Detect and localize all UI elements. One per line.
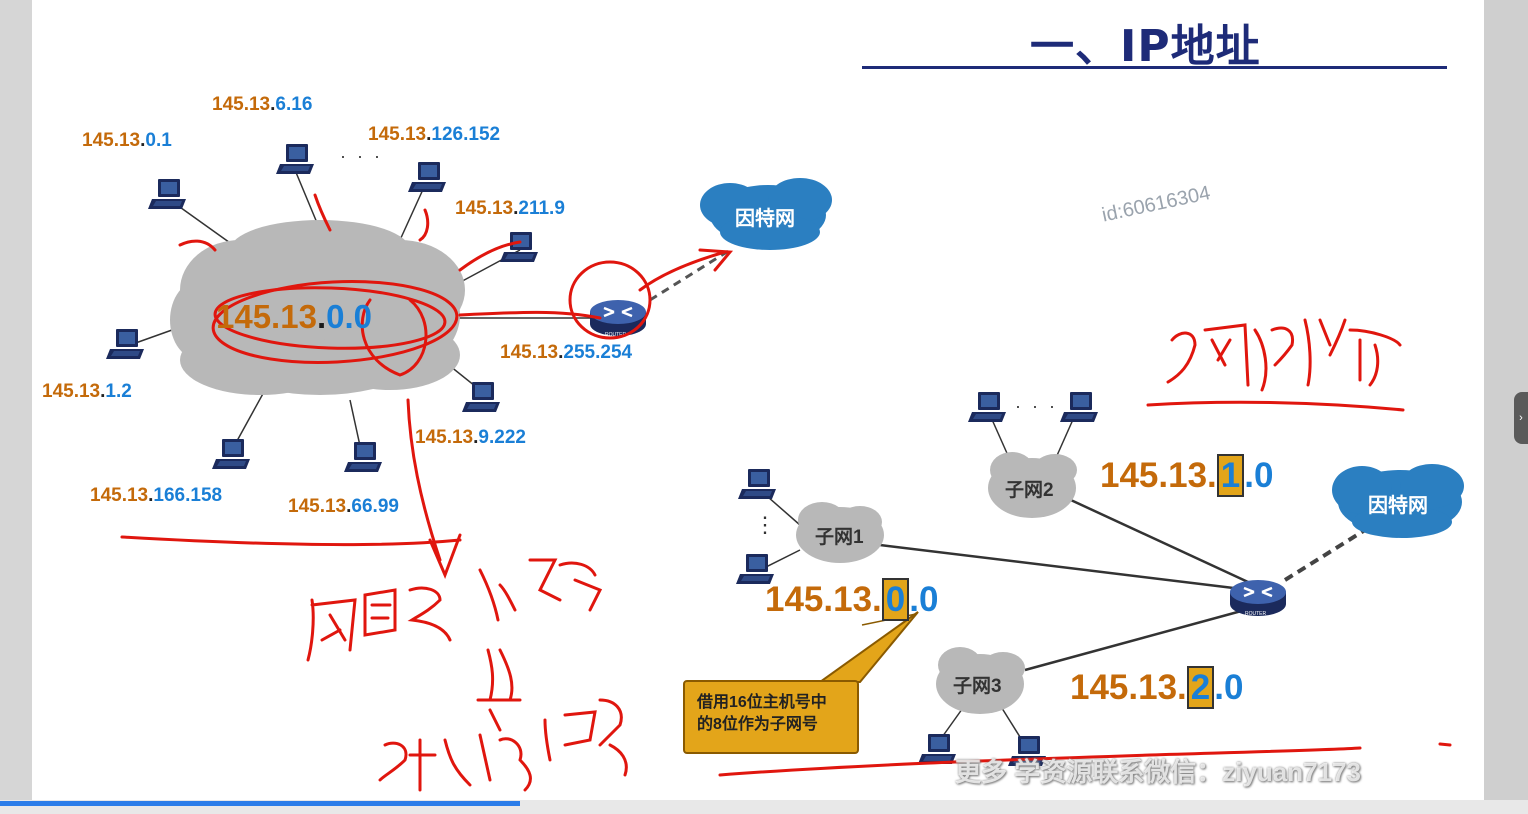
pc-icon — [1060, 392, 1098, 422]
subnet3-cloud — [936, 647, 1025, 714]
ip-label: 145.13.166.158 — [90, 485, 223, 506]
progress-fill — [0, 801, 520, 806]
pc-icon — [408, 162, 446, 192]
internet-cloud — [1332, 464, 1464, 538]
callout-line: 的8位作为子网号 — [697, 716, 818, 733]
ellipsis-vertical: ⋮ — [754, 512, 779, 537]
subnet2-address: 145.13.1.0 — [1100, 454, 1274, 497]
pc-icon — [918, 734, 956, 764]
pc-icon — [500, 232, 538, 262]
router-label: ROUTER — [605, 332, 627, 338]
pc-icon — [106, 329, 144, 359]
callout-line: 借用16位主机号中 — [697, 694, 827, 711]
slide — [32, 0, 1484, 800]
subnet3-address: 145.13.2.0 — [1070, 666, 1244, 709]
callout-box: 借用16位主机号中 的8位作为子网号 — [683, 680, 859, 754]
ip-label: 145.13.211.9 — [455, 198, 565, 219]
ellipsis: · · · — [1015, 396, 1058, 416]
internet-cloud — [700, 178, 832, 250]
side-expand-tab[interactable]: › — [1514, 392, 1528, 444]
ip-label: 145.13.6.16 — [212, 94, 313, 115]
router-ip-label: 145.13.255.254 — [500, 342, 633, 363]
handwritten-annotations — [120, 193, 1452, 792]
pc-icon — [212, 439, 250, 469]
subnet3-label: 子网3 — [953, 676, 1002, 697]
ellipsis: · · · — [340, 146, 383, 166]
pc-icon — [462, 382, 500, 412]
router-label: ROUTER — [1245, 611, 1267, 617]
ip-label: 145.13.1.2 — [42, 381, 132, 402]
pc-icon — [738, 469, 776, 499]
network-address: 145.13.0.0 — [216, 298, 372, 335]
pc-icon — [344, 442, 382, 472]
title-underline — [862, 66, 1447, 69]
ip-label: 145.13.126.152 — [368, 124, 501, 145]
ip-label: 145.13.9.222 — [415, 427, 526, 448]
pc-icon — [276, 144, 314, 174]
internet-label: 因特网 — [1368, 493, 1428, 517]
right-links — [759, 414, 1367, 746]
pc-icon — [148, 179, 186, 209]
subnet1-label: 子网1 — [815, 527, 864, 548]
pc-icon — [968, 392, 1006, 422]
subnet1-cloud — [796, 502, 884, 563]
subnet2-cloud — [988, 452, 1077, 518]
page-title: 一、IP地址 — [1030, 21, 1261, 72]
ip-label: 145.13.0.1 — [82, 130, 172, 151]
ip-label: 145.13.66.99 — [288, 496, 399, 517]
subnet2-label: 子网2 — [1005, 480, 1054, 501]
internet-label: 因特网 — [735, 206, 795, 230]
callout-pointer — [816, 611, 919, 683]
bottom-watermark: 更多 学资源联系微信：ziyuan7173 — [955, 757, 1361, 787]
subnet1-address: 145.13.0.0 — [765, 578, 939, 621]
left-margin — [0, 0, 32, 814]
